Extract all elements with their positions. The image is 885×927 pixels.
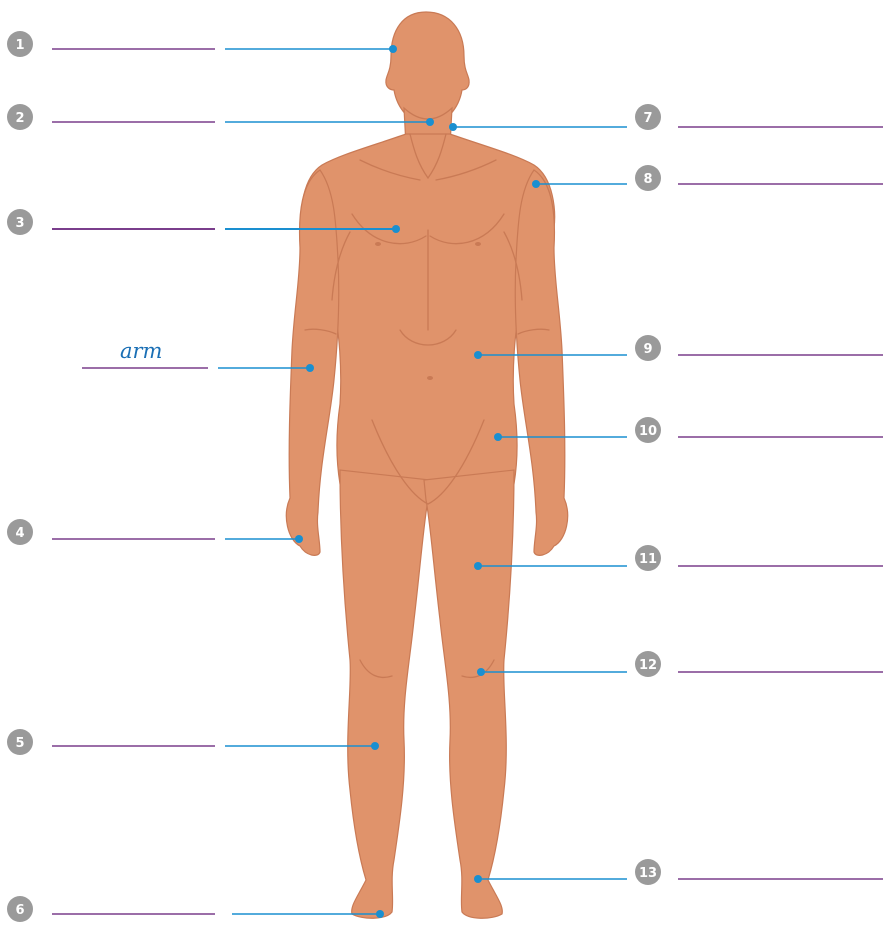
left-arm bbox=[286, 170, 338, 555]
pointer-dot bbox=[474, 351, 482, 359]
right-leg bbox=[424, 470, 514, 918]
left-leg bbox=[340, 470, 430, 918]
label-2: 2 bbox=[7, 104, 434, 130]
pointer-dot bbox=[371, 742, 379, 750]
right-arm bbox=[515, 170, 567, 555]
number-text: 11 bbox=[639, 552, 657, 567]
label-12: 12 bbox=[477, 651, 883, 677]
pointer-dot bbox=[494, 433, 502, 441]
pointer-dot bbox=[449, 123, 457, 131]
pointer-dot bbox=[532, 180, 540, 188]
number-text: 1 bbox=[15, 38, 24, 53]
number-text: 2 bbox=[15, 111, 24, 126]
pointer-dot bbox=[474, 875, 482, 883]
pointer-dot bbox=[295, 535, 303, 543]
number-text: 5 bbox=[15, 736, 24, 751]
number-text: 3 bbox=[15, 216, 24, 231]
nipple-right bbox=[475, 242, 481, 246]
number-text: 10 bbox=[639, 424, 657, 439]
number-text: 4 bbox=[15, 526, 24, 541]
pointer-dot bbox=[306, 364, 314, 372]
head bbox=[386, 12, 469, 126]
number-text: 6 bbox=[15, 903, 24, 918]
handwritten-answer: arm bbox=[120, 339, 162, 363]
label-6: 6 bbox=[7, 896, 384, 922]
pointer-dot bbox=[474, 562, 482, 570]
number-text: 8 bbox=[643, 172, 652, 187]
label-4: 4 bbox=[7, 519, 303, 545]
pointer-dot bbox=[477, 668, 485, 676]
navel bbox=[427, 376, 433, 380]
nipple-left bbox=[375, 242, 381, 246]
pointer-dot bbox=[389, 45, 397, 53]
human-figure bbox=[286, 12, 567, 918]
number-text: 13 bbox=[639, 866, 657, 881]
label-13: 13 bbox=[474, 859, 883, 885]
pointer-dot bbox=[426, 118, 434, 126]
number-text: 9 bbox=[643, 342, 652, 357]
pointer-dot bbox=[392, 225, 400, 233]
pointer-dot bbox=[376, 910, 384, 918]
label-7: 7 bbox=[449, 104, 883, 131]
number-text: 12 bbox=[639, 658, 657, 673]
number-text: 7 bbox=[643, 111, 652, 126]
label-arm-example: arm bbox=[82, 339, 314, 372]
label-1: 1 bbox=[7, 31, 397, 57]
label-8: 8 bbox=[532, 165, 883, 191]
label-5: 5 bbox=[7, 729, 379, 755]
